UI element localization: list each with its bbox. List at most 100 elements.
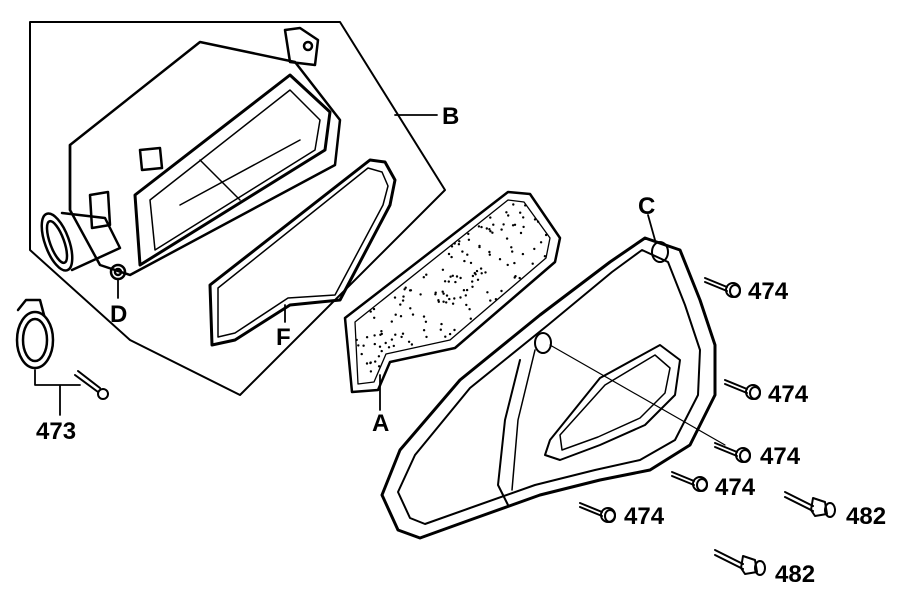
filter-perforation bbox=[372, 307, 376, 311]
filter-perforation bbox=[434, 291, 437, 294]
filter-perforation bbox=[506, 263, 509, 267]
filter-perforation bbox=[373, 316, 376, 319]
filter-perforation bbox=[507, 214, 510, 217]
filter-perforation bbox=[392, 344, 395, 348]
filter-perforation bbox=[531, 262, 534, 265]
filter-perforation bbox=[466, 253, 469, 256]
label-474: 474 bbox=[768, 381, 809, 408]
filter-perforation bbox=[425, 335, 428, 339]
label-a: A bbox=[372, 410, 390, 437]
filter-perforation bbox=[440, 322, 443, 326]
filter-perforation bbox=[505, 237, 509, 240]
filter-perforation bbox=[424, 320, 428, 323]
hose-clamp bbox=[15, 298, 55, 370]
air-cleaner-case bbox=[68, 26, 342, 277]
filter-perforation bbox=[467, 238, 471, 241]
filter-perforation bbox=[539, 241, 543, 244]
filter-perforation bbox=[444, 335, 447, 338]
filter-perforation bbox=[387, 346, 391, 349]
filter-perforation bbox=[362, 344, 365, 347]
filter-perforation bbox=[439, 328, 442, 331]
filter-perforation bbox=[410, 343, 414, 346]
filter-perforation bbox=[533, 218, 537, 221]
assembly-group-outline bbox=[29, 21, 446, 396]
filter-perforation bbox=[357, 344, 360, 347]
filter-perforation bbox=[498, 258, 502, 261]
filter-perforation bbox=[518, 276, 521, 280]
filter-perforation bbox=[510, 246, 513, 249]
filter-perforation bbox=[443, 280, 447, 283]
filter-perforation bbox=[475, 269, 479, 273]
filter-perforation bbox=[422, 315, 426, 318]
filter-perforation bbox=[378, 345, 382, 348]
filter-perforation bbox=[536, 220, 540, 223]
filter-perforation bbox=[445, 294, 449, 297]
screw-474 bbox=[704, 277, 741, 298]
gasket-f-inner bbox=[217, 167, 389, 338]
label-474: 474 bbox=[624, 503, 665, 530]
filter-perforation bbox=[468, 308, 471, 311]
filter-perforation bbox=[425, 273, 428, 276]
filter-perforation bbox=[453, 242, 456, 245]
filter-perforation bbox=[451, 274, 454, 277]
filter-perforation bbox=[467, 232, 470, 236]
filter-perforation bbox=[513, 223, 517, 226]
filter-perforation bbox=[448, 332, 452, 336]
label-473: 473 bbox=[36, 418, 77, 445]
filter-perforation bbox=[437, 299, 440, 302]
filter-perforation bbox=[441, 290, 444, 293]
filter-perforation bbox=[422, 329, 426, 332]
filter-perforation bbox=[513, 276, 516, 279]
filter-perforation bbox=[442, 292, 445, 295]
filter-perforation bbox=[500, 228, 503, 231]
filter-perforation bbox=[448, 297, 451, 301]
filter-perforation bbox=[409, 307, 412, 310]
filter-perforation bbox=[544, 233, 548, 237]
filter-perforation bbox=[519, 211, 522, 214]
filter-perforation bbox=[399, 303, 402, 306]
filter-perforation bbox=[463, 259, 466, 263]
filter-perforation bbox=[492, 223, 495, 226]
filter-perforation bbox=[478, 245, 481, 249]
filter-perforation bbox=[411, 313, 415, 316]
filter-perforation bbox=[459, 296, 462, 299]
drain-plug-d bbox=[109, 263, 127, 299]
filter-perforation bbox=[494, 298, 498, 301]
filter-perforation bbox=[465, 303, 468, 307]
filter-perforation bbox=[402, 295, 405, 298]
filter-perforation bbox=[373, 342, 376, 346]
label-d: D bbox=[110, 301, 128, 328]
label-474: 474 bbox=[715, 474, 756, 501]
filter-perforation bbox=[374, 360, 377, 363]
label-474: 474 bbox=[760, 443, 801, 470]
filter-perforation bbox=[458, 240, 461, 243]
filter-element-a bbox=[343, 190, 562, 394]
gasket-f bbox=[208, 158, 397, 347]
filter-perforation bbox=[484, 271, 487, 274]
filter-perforation bbox=[505, 211, 508, 214]
filter-perforation bbox=[500, 289, 503, 293]
filter-perforation bbox=[453, 297, 456, 300]
filter-perforation bbox=[477, 225, 481, 228]
filter-perforation bbox=[471, 285, 474, 288]
filter-perforation bbox=[447, 252, 451, 256]
filter-perforation bbox=[365, 362, 369, 365]
filter-perforation bbox=[454, 280, 457, 284]
filter-perforation bbox=[461, 250, 464, 253]
filter-perforation bbox=[522, 225, 525, 229]
screw-axis-line bbox=[549, 344, 726, 446]
filter-perforation bbox=[369, 361, 372, 365]
filter-perforation bbox=[450, 255, 453, 259]
filter-perforation bbox=[521, 252, 525, 256]
filter-perforation bbox=[407, 340, 411, 343]
filter-perforation bbox=[399, 315, 403, 318]
filter-perforation bbox=[469, 261, 473, 265]
filter-perforation bbox=[513, 261, 516, 265]
filter-perforation bbox=[511, 224, 515, 227]
filter-perforation bbox=[441, 268, 445, 271]
filter-perforation bbox=[445, 301, 448, 304]
filter-perforation bbox=[543, 255, 547, 258]
filter-perforation bbox=[403, 288, 406, 291]
